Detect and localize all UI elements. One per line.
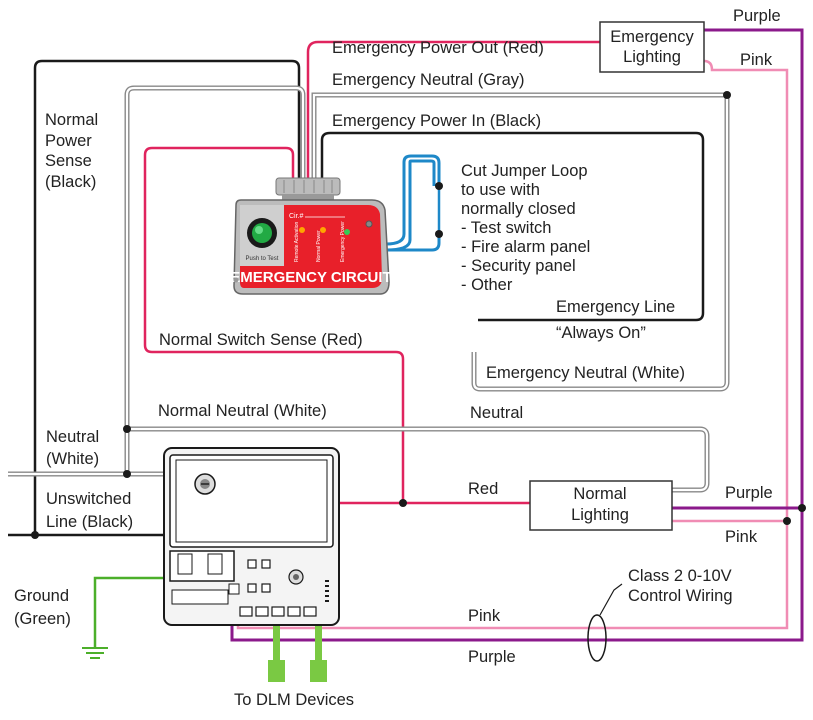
to-dlm-devices-label: To DLM Devices: [234, 691, 354, 709]
normal-lighting-label-1: Normal: [573, 485, 626, 503]
pink-top-label: Pink: [740, 51, 773, 69]
indicator-label-remote: Remote Activation: [294, 221, 300, 262]
pink-mid-label: Pink: [725, 528, 758, 546]
ground-label-1: Ground: [14, 587, 69, 605]
emergency-lighting-label-1: Emergency: [610, 28, 694, 46]
junction-dots: [31, 91, 806, 539]
emergency-neutral-gray-label: Emergency Neutral (Gray): [332, 71, 525, 89]
indicator-label-emergency: Emergency Power: [340, 221, 346, 262]
indicator-label-normal: Normal Power: [316, 230, 322, 262]
emergency-power-in-wire: [320, 131, 705, 322]
emergency-power-indicator: [344, 229, 350, 235]
neutral-white-label-1: Neutral: [46, 428, 99, 446]
emergency-neutral-white-label: Emergency Neutral (White): [486, 364, 685, 382]
class2-label-2: Control Wiring: [628, 587, 733, 605]
cut-jumper-label-2: to use with: [461, 181, 540, 199]
push-to-test-label: Push to Test: [246, 256, 279, 262]
ground-symbol: [82, 647, 108, 659]
red-label: Red: [468, 480, 498, 498]
normal-power-sense-label-4: (Black): [45, 173, 96, 191]
emergency-lighting-label-2: Lighting: [623, 48, 681, 66]
always-on-label: “Always On”: [556, 324, 646, 342]
normal-switch-sense-label: Normal Switch Sense (Red): [159, 331, 363, 349]
class2-label-1: Class 2 0-10V: [628, 567, 732, 585]
ground-wire: [93, 576, 166, 648]
emergency-line-label: Emergency Line: [556, 298, 675, 316]
emergency-power-in-label: Emergency Power In (Black): [332, 112, 541, 130]
circuit-label: Cir.#: [289, 213, 304, 220]
neutral-white-label-2: (White): [46, 450, 99, 468]
cut-jumper-label-3: normally closed: [461, 200, 576, 218]
normal-power-sense-label-2: Power: [45, 132, 92, 150]
unswitched-line-label-2: Line (Black): [46, 513, 133, 531]
cut-jumper-label-5: - Fire alarm panel: [461, 238, 590, 256]
normal-power-sense-label-1: Normal: [45, 111, 98, 129]
emergency-power-out-wire: [306, 40, 600, 182]
cut-jumper-label-6: - Security panel: [461, 257, 576, 275]
dlm-controller: [163, 447, 340, 626]
normal-lighting-label-2: Lighting: [571, 506, 629, 524]
cut-jumper-label-1: Cut Jumper Loop: [461, 162, 588, 180]
purple-mid-label: Purple: [725, 484, 773, 502]
emergency-circuit-device: Push to Test Cir.# Remote Activation Nor…: [230, 177, 392, 295]
ground-label-2: (Green): [14, 610, 71, 628]
cut-jumper-label-4: - Test switch: [461, 219, 551, 237]
emergency-circuit-title: EMERGENCY CIRCUIT: [230, 269, 391, 286]
normal-power-sense-wire: [33, 59, 301, 535]
pink-bottom-label: Pink: [468, 607, 501, 625]
normal-switch-sense-wire: [143, 146, 405, 503]
normal-power-indicator: [320, 227, 326, 233]
neutral-right-label: Neutral: [470, 404, 523, 422]
purple-top-label: Purple: [733, 7, 781, 25]
normal-neutral-label: Normal Neutral (White): [158, 402, 327, 420]
emergency-power-out-label: Emergency Power Out (Red): [332, 39, 544, 57]
normal-power-sense-label-3: Sense: [45, 152, 92, 170]
emergency-lighting-box: [599, 21, 705, 73]
cut-jumper-label-7: - Other: [461, 276, 513, 294]
normal-lighting-box: [529, 480, 673, 531]
remote-activation-indicator: [299, 227, 305, 233]
purple-bottom-label: Purple: [468, 648, 516, 666]
unswitched-line-label-1: Unswitched: [46, 490, 131, 508]
class2-wiring-marker: [587, 614, 607, 662]
pink-wire: [236, 59, 789, 630]
jumper-loop-wire: [385, 154, 441, 246]
